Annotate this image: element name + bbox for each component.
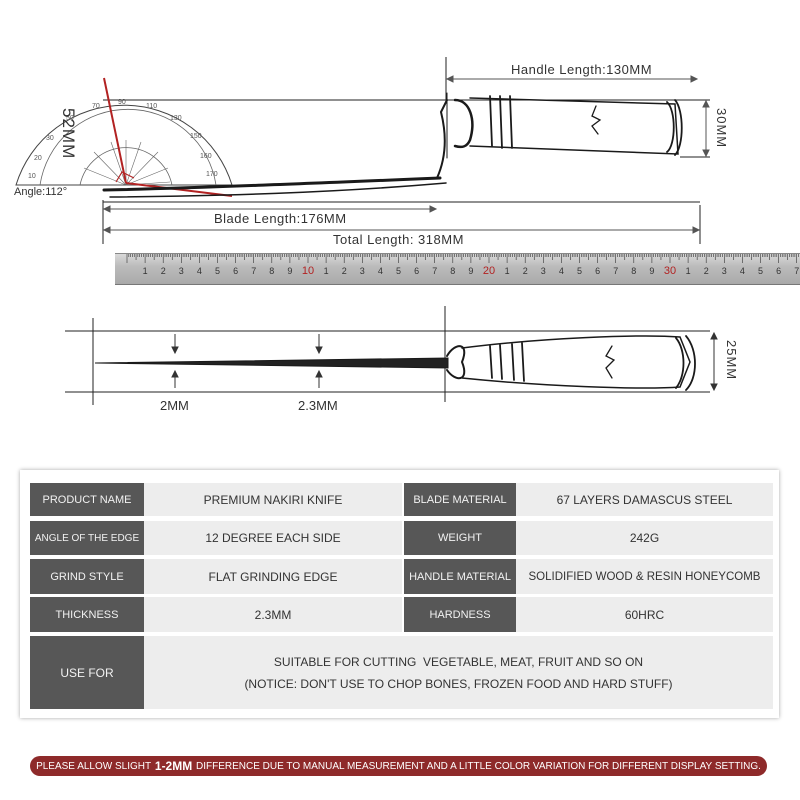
ruler-number: 7 bbox=[432, 266, 437, 276]
total-length-label: Total Length: 318MM bbox=[330, 232, 467, 247]
knife-side-outline bbox=[94, 335, 696, 391]
use-for-line-1: SUITABLE FOR CUTTING VEGETABLE, MEAT, FR… bbox=[273, 654, 644, 669]
product-name-label: PRODUCT NAME bbox=[30, 483, 144, 516]
ruler-number: 4 bbox=[197, 266, 202, 276]
ruler-number: 3 bbox=[722, 266, 727, 276]
svg-text:170: 170 bbox=[206, 171, 218, 178]
svg-text:20: 20 bbox=[34, 155, 42, 162]
ruler-number: 2 bbox=[704, 266, 709, 276]
ruler-number: 1 bbox=[505, 266, 510, 276]
blade-material-value: 67 LAYERS DAMASCUS STEEL bbox=[516, 483, 773, 516]
ruler-number: 4 bbox=[559, 266, 564, 276]
svg-text:30: 30 bbox=[46, 135, 54, 142]
svg-text:90: 90 bbox=[118, 99, 126, 106]
ruler-number: 7 bbox=[613, 266, 618, 276]
ruler-number: 2 bbox=[342, 266, 347, 276]
svg-text:50: 50 bbox=[66, 115, 74, 122]
ruler-number: 5 bbox=[577, 266, 582, 276]
weight-value: 242G bbox=[516, 521, 773, 555]
thickness-2-3mm-label: 2.3MM bbox=[298, 398, 338, 413]
ruler-number: 7 bbox=[794, 266, 799, 276]
grind-style-label: GRIND STYLE bbox=[30, 559, 144, 594]
angle-label: Angle:112° bbox=[14, 186, 68, 198]
ruler-number: 5 bbox=[215, 266, 220, 276]
ruler-number: 10 bbox=[302, 265, 314, 277]
thickness-label: THICKNESS bbox=[30, 597, 144, 632]
thickness-value: 2.3MM bbox=[144, 597, 402, 632]
protractor-icon: 90 110 130 150 160 170 70 50 30 20 10 bbox=[15, 99, 233, 186]
handle-material-label: HANDLE MATERIAL bbox=[404, 559, 516, 594]
svg-text:110: 110 bbox=[146, 103, 157, 110]
ruler-number: 1 bbox=[143, 266, 148, 276]
ruler-number: 5 bbox=[758, 266, 763, 276]
ruler-number: 9 bbox=[468, 266, 473, 276]
thickness-2mm-label: 2MM bbox=[160, 398, 189, 413]
svg-text:70: 70 bbox=[92, 103, 100, 110]
edge-angle-value: 12 DEGREE EACH SIDE bbox=[144, 521, 402, 555]
product-name-value: PREMIUM NAKIRI KNIFE bbox=[144, 483, 402, 516]
ruler-number: 6 bbox=[233, 266, 238, 276]
edge-angle-label: ANGLE OF THE EDGE bbox=[30, 521, 144, 555]
blade-height-label: 52MM bbox=[59, 108, 78, 160]
disclaimer-banner: PLEASE ALLOW SLIGHT 1-2MM DIFFERENCE DUE… bbox=[30, 756, 767, 776]
svg-text:10: 10 bbox=[28, 173, 36, 180]
disclaimer-highlight: 1-2MM bbox=[154, 759, 193, 773]
hardness-value: 60HRC bbox=[516, 597, 773, 632]
blade-length-label: Blade Length:176MM bbox=[211, 211, 350, 226]
ruler-number: 1 bbox=[686, 266, 691, 276]
knife-top-view-diagram: 90 110 130 150 160 170 70 50 30 20 10 bbox=[15, 57, 710, 244]
ruler-number: 1 bbox=[324, 266, 329, 276]
svg-text:130: 130 bbox=[170, 115, 182, 122]
grind-style-value: FLAT GRINDING EDGE bbox=[144, 559, 402, 594]
ruler-number: 8 bbox=[269, 266, 274, 276]
handle-height-label: 30MM bbox=[714, 108, 729, 149]
handle-material-value: SOLIDIFIED WOOD & RESIN HONEYCOMB bbox=[516, 559, 773, 594]
ruler-number: 8 bbox=[631, 266, 636, 276]
ruler-number: 3 bbox=[360, 266, 365, 276]
blade-material-label: BLADE MATERIAL bbox=[404, 483, 516, 516]
ruler-number: 3 bbox=[541, 266, 546, 276]
ruler-number: 4 bbox=[378, 266, 383, 276]
ruler-number: 20 bbox=[483, 265, 495, 277]
hardness-label: HARDNESS bbox=[404, 597, 516, 632]
use-for-value: SUITABLE FOR CUTTING VEGETABLE, MEAT, FR… bbox=[144, 636, 773, 709]
disclaimer-after: DIFFERENCE DUE TO MANUAL MEASUREMENT AND… bbox=[196, 760, 761, 772]
spec-table: PRODUCT NAME PREMIUM NAKIRI KNIFE BLADE … bbox=[20, 470, 779, 718]
handle-width-label: 25MM bbox=[724, 340, 739, 381]
handle-length-label: Handle Length:130MM bbox=[508, 62, 656, 77]
disclaimer-before: PLEASE ALLOW SLIGHT bbox=[36, 760, 152, 772]
ruler-number: 2 bbox=[523, 266, 528, 276]
ruler-number: 2 bbox=[161, 266, 166, 276]
ruler-number: 4 bbox=[740, 266, 745, 276]
knife-side-view-diagram bbox=[65, 306, 718, 405]
ruler-number: 6 bbox=[595, 266, 600, 276]
measuring-ruler: 1 2 3 4 5 6 7 8 9 10 1 2 3 4 5 6 7 8 9 20 1 2 3 4 5 6 7 8 9 30 1 2 3 4 5 6 7 bbox=[115, 253, 800, 285]
weight-label: WEIGHT bbox=[404, 521, 516, 555]
ruler-number: 9 bbox=[287, 266, 292, 276]
svg-text:150: 150 bbox=[190, 133, 202, 140]
ruler-number: 6 bbox=[776, 266, 781, 276]
ruler-number: 30 bbox=[664, 265, 676, 277]
ruler-number: 8 bbox=[450, 266, 455, 276]
use-for-label: USE FOR bbox=[30, 636, 144, 709]
knife-top-outline bbox=[102, 92, 683, 198]
use-for-line-2: (NOTICE: DON'T USE TO CHOP BONES, FROZEN… bbox=[244, 676, 673, 691]
ruler-number: 7 bbox=[251, 266, 256, 276]
ruler-number: 5 bbox=[396, 266, 401, 276]
ruler-number: 9 bbox=[649, 266, 654, 276]
svg-text:160: 160 bbox=[200, 153, 212, 160]
ruler-number: 6 bbox=[414, 266, 419, 276]
ruler-number: 3 bbox=[179, 266, 184, 276]
